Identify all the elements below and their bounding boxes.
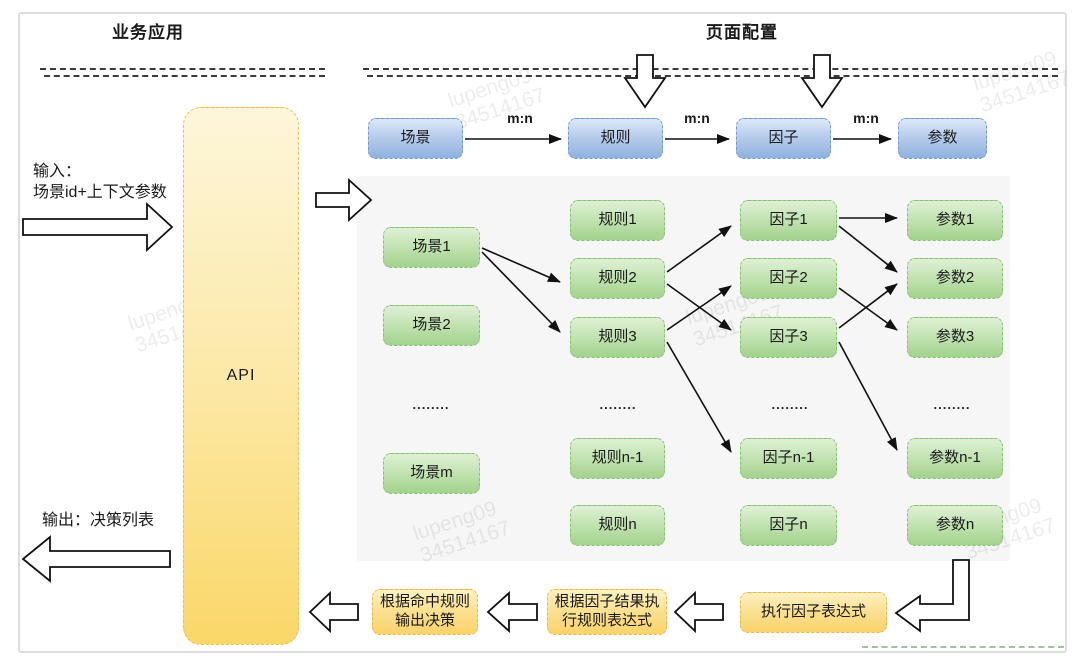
process-box-rule-expression: 根据因子结果执 行规则表达式 (547, 589, 667, 635)
api-box: API (183, 107, 299, 645)
section-title-page-config: 页面配置 (706, 23, 778, 42)
matrix-box-factor-n: 因子n (740, 505, 837, 546)
relation-label-mn-1: m:n (507, 110, 533, 126)
input-label: 输入： 场景id+上下文参数 (33, 163, 167, 201)
relation-label-mn-3: m:n (853, 110, 879, 126)
matrix-box-rule-n1: 规则n-1 (570, 438, 665, 479)
matrix-box-param-n1: 参数n-1 (907, 438, 1003, 479)
matrix-box-factor-1: 因子1 (740, 200, 837, 241)
entity-box-scene: 场景 (368, 118, 463, 159)
arrow-factor3-param2 (838, 283, 898, 329)
matrix-box-factor-n1: 因子n-1 (740, 438, 837, 479)
arrow-factor1-param2 (838, 225, 898, 273)
matrix-box-factor-3: 因子3 (740, 317, 837, 358)
arrow-rule3-factor2 (666, 285, 732, 331)
arrow-scene1-rule3 (481, 251, 561, 333)
matrix-box-factor-2: 因子2 (740, 258, 837, 299)
matrix-box-rule-n: 规则n (570, 505, 665, 546)
api-label: API (226, 367, 256, 384)
matrix-box-rule-2: 规则2 (570, 258, 665, 299)
matrix-box-scene-2: 场景2 (383, 305, 480, 346)
process-box-output-decision: 根据命中规则 输出决策 (372, 589, 478, 635)
hollow-arrow-down-factor (800, 54, 844, 109)
bottom-dashed-edge (862, 646, 1064, 648)
hollow-arrow-input (22, 201, 174, 253)
ellipsis-factors: ........ (771, 397, 809, 412)
matrix-box-param-3: 参数3 (907, 317, 1003, 358)
arrow-rule2-factor1 (666, 225, 732, 273)
separator-dashed-left-1 (40, 68, 325, 70)
hollow-arrow-decision-to-api (308, 590, 359, 634)
matrix-box-rule-1: 规则1 (570, 200, 665, 241)
output-label: 输出：决策列表 (42, 512, 155, 529)
section-title-business-app: 业务应用 (112, 23, 184, 42)
hollow-arrow-api-to-panel (315, 177, 373, 223)
ellipsis-scenes: ........ (412, 397, 450, 412)
separator-dashed-left-2 (44, 75, 325, 77)
matrix-box-param-n: 参数n (907, 505, 1003, 546)
hollow-arrow-panel-to-execute (894, 559, 970, 633)
arrow-rule3-factorn1 (666, 341, 732, 453)
hollow-arrow-down-rule (623, 54, 667, 109)
separator-dashed-right-1 (363, 68, 1058, 70)
separator-dashed-right-2 (367, 75, 1058, 77)
matrix-box-param-1: 参数1 (907, 200, 1003, 241)
entity-box-param: 参数 (898, 118, 987, 159)
arrow-scene1-rule2 (481, 247, 561, 283)
hollow-arrow-output (21, 535, 171, 583)
hollow-arrow-rule-to-decision (486, 590, 538, 634)
matrix-box-rule-3: 规则3 (570, 317, 665, 358)
ellipsis-rules: ........ (599, 397, 637, 412)
matrix-box-scene-m: 场景m (383, 453, 480, 494)
entity-box-factor: 因子 (736, 118, 831, 159)
arrow-factor3-paramn1 (838, 341, 898, 451)
hollow-arrow-factor-to-rule (673, 590, 724, 634)
relation-label-mn-2: m:n (684, 110, 710, 126)
process-box-execute-factor: 执行因子表达式 (740, 592, 887, 633)
ellipsis-params: ........ (933, 397, 971, 412)
arrow-factor2-param3 (838, 287, 898, 331)
matrix-box-param-2: 参数2 (907, 258, 1003, 299)
matrix-box-scene-1: 场景1 (383, 227, 480, 268)
entity-box-rule: 规则 (568, 118, 663, 159)
arrow-rule2-factor3 (666, 283, 732, 331)
